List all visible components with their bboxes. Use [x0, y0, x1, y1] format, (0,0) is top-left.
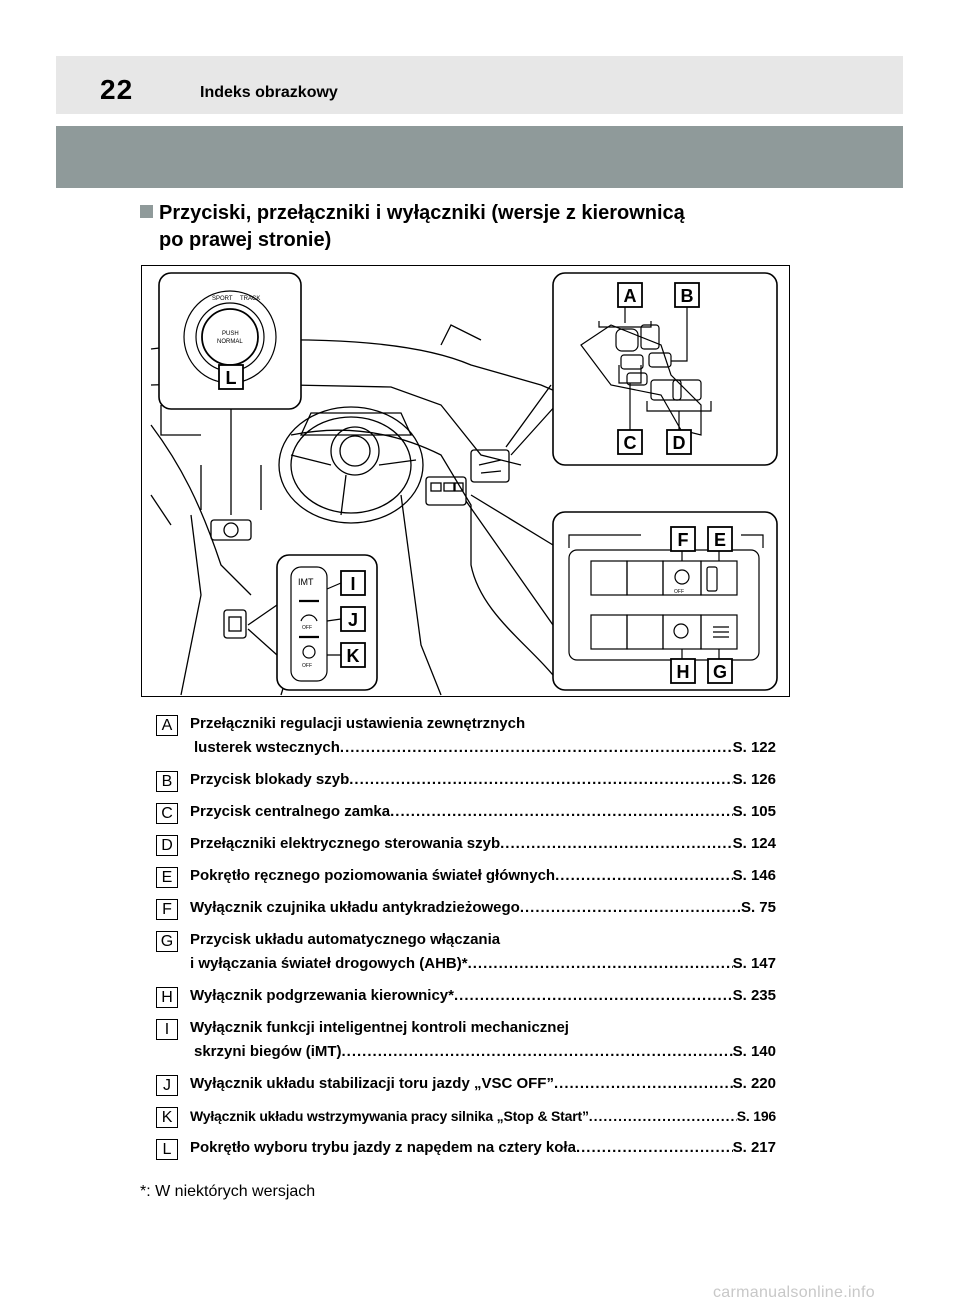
page-number: 22	[100, 74, 133, 106]
legend-item-e: E Pokrętło ręcznego poziomowania świateł…	[156, 864, 776, 888]
legend-item-c: C Przycisk centralnego zamka S. 105	[156, 800, 776, 824]
legend-text-j: Wyłącznik układu stabilizacji toru jazdy…	[190, 1072, 554, 1096]
watermark: carmanualsonline.info	[713, 1284, 875, 1302]
legend-badge-l: L	[156, 1139, 178, 1160]
legend-text-f: Wyłącznik czujnika układu antykradzieżow…	[190, 896, 520, 920]
vsc-off-label: OFF	[302, 625, 312, 631]
legend-text-b: Przycisk blokady szyb	[190, 768, 349, 792]
badge-F: F	[678, 530, 689, 550]
legend-item-f: F Wyłącznik czujnika układu antykradzież…	[156, 896, 776, 920]
legend-text-g-2: i wyłączania świateł drogowych (AHB)*	[190, 952, 468, 976]
legend-item-k: K Wyłącznik układu wstrzymywania pracy s…	[156, 1104, 776, 1128]
legend-text-g-1: Przycisk układu automatycznego włączania	[190, 928, 776, 952]
legend-text-e: Pokrętło ręcznego poziomowania świateł g…	[190, 864, 555, 888]
badge-G: G	[713, 662, 727, 682]
legend-badge-f: F	[156, 899, 178, 920]
legend-text-a-1: Przełączniki regulacji ustawienia zewnęt…	[190, 712, 776, 736]
section-title-line1: Przyciski, przełączniki i wyłączniki (we…	[159, 202, 685, 224]
legend-page-d: S. 124	[733, 832, 776, 856]
badge-I: I	[350, 574, 355, 594]
stop-start-off-label: OFF	[302, 663, 312, 669]
knob-sport-label: SPORT	[212, 296, 233, 302]
legend-text-h: Wyłącznik podgrzewania kierownicy*	[190, 984, 454, 1008]
legend-item-l: L Pokrętło wyboru trybu jazdy z napędem …	[156, 1136, 776, 1160]
legend-text-d: Przełączniki elektrycznego sterowania sz…	[190, 832, 500, 856]
legend-page-l: S. 217	[733, 1136, 776, 1160]
legend-page-k: S. 196	[737, 1104, 776, 1128]
legend-page-e: S. 146	[733, 864, 776, 888]
legend-item-b: B Przycisk blokady szyb S. 126	[156, 768, 776, 792]
legend-item-j: J Wyłącznik układu stabilizacji toru jaz…	[156, 1072, 776, 1096]
legend-item-a: A Przełączniki regulacji ustawienia zewn…	[156, 712, 776, 760]
badge-E: E	[714, 530, 726, 550]
badge-B: B	[681, 286, 694, 306]
header-title: Indeks obrazkowy	[200, 84, 338, 102]
footnote: *: W niektórych wersjach	[140, 1183, 315, 1201]
badge-C: C	[624, 433, 637, 453]
legend-text-c: Przycisk centralnego zamka	[190, 800, 390, 824]
header-bar	[56, 56, 903, 114]
badge-K: K	[347, 646, 360, 666]
legend-text-i-2: skrzyni biegów (iMT)	[190, 1040, 342, 1064]
legend-badge-b: B	[156, 771, 178, 792]
legend-page-i: S. 140	[733, 1040, 776, 1064]
legend-text-k: Wyłącznik układu wstrzymywania pracy sil…	[190, 1104, 589, 1128]
legend-page-f: S. 75	[741, 896, 776, 920]
legend-badge-d: D	[156, 835, 178, 856]
legend-badge-g: G	[156, 931, 178, 952]
section-title: Przyciski, przełączniki i wyłączniki (we…	[140, 200, 790, 254]
legend-text-l: Pokrętło wyboru trybu jazdy z napędem na…	[190, 1136, 576, 1160]
dashboard-illustration: SPORT TRACK PUSH NORMAL L A B C D	[141, 265, 790, 697]
legend-page-a: S. 122	[733, 736, 776, 760]
legend-page-h: S. 235	[733, 984, 776, 1008]
legend-badge-e: E	[156, 867, 178, 888]
knob-track-label: TRACK	[240, 296, 260, 302]
legend-badge-h: H	[156, 987, 178, 1008]
badge-A: A	[624, 286, 637, 306]
legend-text-a-2: lusterek wstecznych	[190, 736, 340, 760]
legend-text-i-1: Wyłącznik funkcji inteligentnej kontroli…	[190, 1016, 776, 1040]
legend-page-j: S. 220	[733, 1072, 776, 1096]
section-title-line2: po prawej stronie)	[140, 227, 790, 254]
knob-normal-label: NORMAL	[217, 339, 243, 345]
badge-D: D	[673, 433, 686, 453]
legend-badge-a: A	[156, 715, 178, 736]
callout-EFGH	[553, 512, 777, 690]
legend-badge-i: I	[156, 1019, 178, 1040]
legend-page-b: S. 126	[733, 768, 776, 792]
sensor-off-label: OFF	[674, 589, 684, 595]
legend-badge-j: J	[156, 1075, 178, 1096]
legend-list: A Przełączniki regulacji ustawienia zewn…	[156, 712, 776, 1168]
imt-label: IMT	[298, 577, 314, 587]
legend-item-d: D Przełączniki elektrycznego sterowania …	[156, 832, 776, 856]
section-bullet-icon	[140, 205, 153, 218]
legend-page-c: S. 105	[733, 800, 776, 824]
badge-H: H	[677, 662, 690, 682]
callout-ABCD	[553, 273, 777, 465]
section-band	[56, 126, 903, 188]
legend-page-g: S. 147	[733, 952, 776, 976]
legend-badge-k: K	[156, 1107, 178, 1128]
legend-badge-c: C	[156, 803, 178, 824]
badge-J: J	[348, 610, 358, 630]
knob-push-label: PUSH	[222, 331, 239, 337]
legend-item-g: G Przycisk układu automatycznego włączan…	[156, 928, 776, 976]
legend-item-h: H Wyłącznik podgrzewania kierownicy* S. …	[156, 984, 776, 1008]
legend-item-i: I Wyłącznik funkcji inteligentnej kontro…	[156, 1016, 776, 1064]
badge-L: L	[226, 368, 237, 388]
